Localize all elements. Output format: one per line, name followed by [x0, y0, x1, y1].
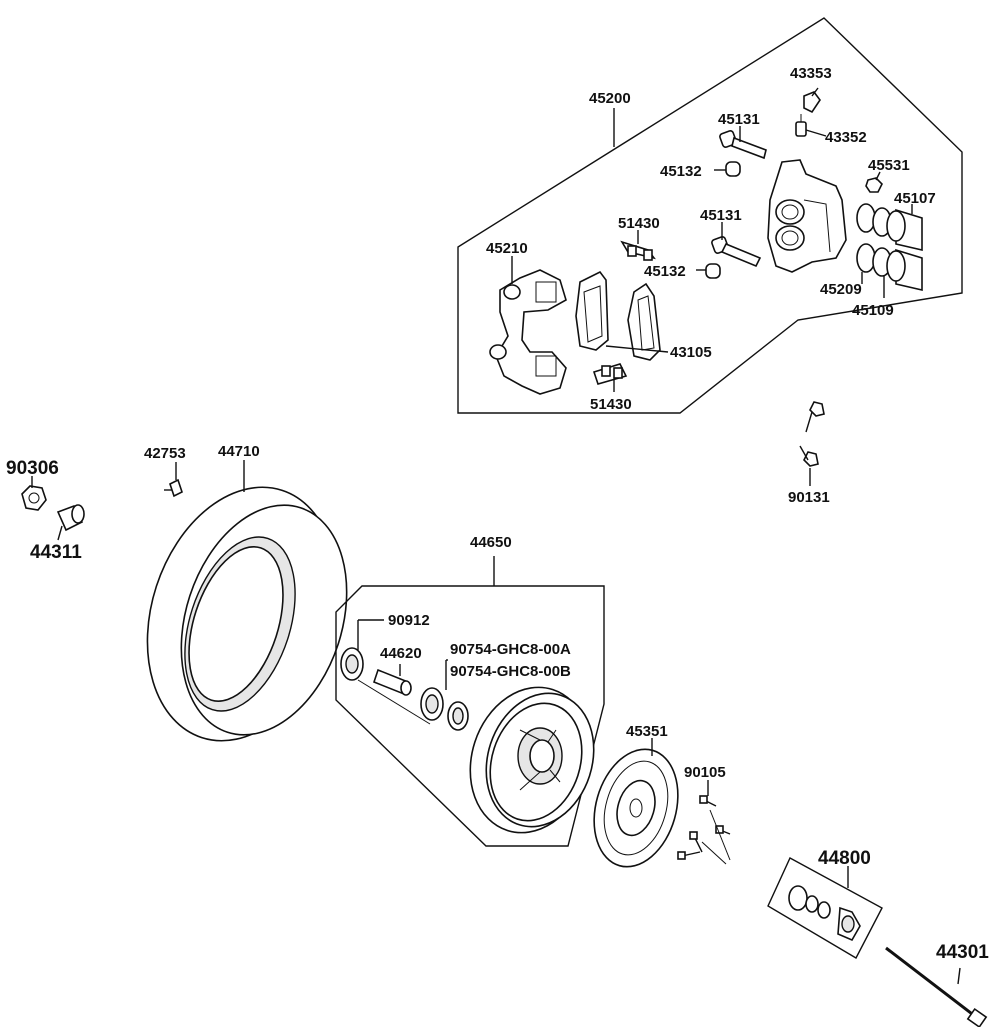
label-45209: 45209: [820, 281, 862, 298]
rear-axle: [885, 946, 988, 1027]
label-45132-upper: 45132: [660, 163, 702, 180]
disc-bolts: [677, 795, 731, 865]
label-44620: 44620: [380, 645, 422, 662]
label-45107: 45107: [894, 190, 936, 207]
label-43353: 43353: [790, 65, 832, 82]
pin-boot-upper: [725, 161, 741, 177]
label-44301: 44301: [936, 942, 989, 963]
pin-boot-lower: [705, 263, 721, 279]
brake-pad-left: [575, 270, 609, 351]
label-44650: 44650: [470, 534, 512, 551]
bleeder-screw: [795, 114, 807, 137]
label-44710: 44710: [218, 443, 260, 460]
caliper-mount-bolts: [799, 401, 825, 467]
label-42753: 42753: [144, 445, 186, 462]
pin-bolt-upper: [719, 130, 767, 160]
label-45210: 45210: [486, 240, 528, 257]
label-45131-lower: 45131: [700, 207, 742, 224]
pin-bolt-lower: [711, 236, 762, 268]
bleed-nut: [865, 177, 883, 193]
label-90306: 90306: [6, 458, 59, 479]
label-51430-lower: 51430: [590, 396, 632, 413]
rear-wheel-rim: [469, 686, 595, 834]
label-44800: 44800: [818, 848, 871, 869]
distance-collar: [373, 668, 412, 696]
hub-assembly-outline: [767, 857, 883, 959]
oil-seal: [447, 701, 469, 731]
tire: [146, 486, 348, 742]
caliper-bracket: [489, 269, 567, 395]
label-45531: 45531: [868, 157, 910, 174]
label-90754-b: 90754-GHC8-00B: [450, 663, 571, 680]
label-90105: 90105: [684, 764, 726, 781]
caliper-body: [767, 159, 847, 273]
label-90912: 90912: [388, 612, 430, 629]
bleeder-cap: [803, 91, 821, 114]
piston-lower: [856, 243, 923, 292]
pad-spring-upper: [620, 240, 656, 261]
brake-disc: [593, 748, 679, 868]
label-45200: 45200: [589, 90, 631, 107]
axle-nut: [21, 485, 47, 511]
wheel-assembly-outline: [335, 585, 605, 847]
bearing-left: [340, 647, 364, 681]
pad-spring-lower: [592, 363, 628, 385]
label-45351: 45351: [626, 723, 668, 740]
brake-pad-right: [627, 282, 661, 361]
label-90131: 90131: [788, 489, 830, 506]
label-45132-lower: 45132: [644, 263, 686, 280]
label-43352: 43352: [825, 129, 867, 146]
axle-collar: [56, 504, 85, 532]
label-44311: 44311: [30, 542, 82, 563]
caliper-assembly-outline: [457, 17, 963, 414]
tire-valve: [164, 478, 183, 498]
label-45109: 45109: [852, 302, 894, 319]
piston-upper: [856, 203, 923, 252]
label-43105: 43105: [670, 344, 712, 361]
label-45131-upper: 45131: [718, 111, 760, 128]
bearing-right: [420, 687, 444, 721]
label-90754-a: 90754-GHC8-00A: [450, 641, 571, 658]
hub-parts: [788, 885, 861, 942]
label-51430-upper: 51430: [618, 215, 660, 232]
